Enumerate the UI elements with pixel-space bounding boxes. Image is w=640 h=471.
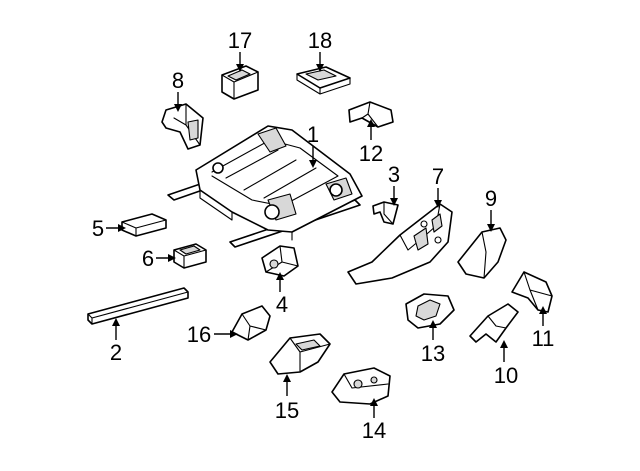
part-4-drawing xyxy=(261,245,299,277)
callout-12: 12 xyxy=(359,141,383,166)
callout-13: 13 xyxy=(421,341,445,366)
part-1-drawing xyxy=(167,125,363,248)
part-3-drawing xyxy=(372,201,399,225)
callout-labels: 17 18 8 1 12 3 7 9 5 6 4 11 2 13 10 16 1… xyxy=(92,28,555,443)
part-9-drawing xyxy=(457,227,507,279)
callout-7: 7 xyxy=(432,164,444,189)
part-13-drawing xyxy=(405,293,455,329)
part-11-drawing xyxy=(511,271,553,313)
part-18-drawing xyxy=(296,66,351,95)
callout-10: 10 xyxy=(494,363,518,388)
callout-18: 18 xyxy=(308,28,332,53)
part-15-drawing xyxy=(269,333,331,375)
part-8-drawing xyxy=(161,103,204,150)
callout-8: 8 xyxy=(172,68,184,93)
part-6-drawing xyxy=(173,243,207,269)
part-10-drawing xyxy=(469,303,519,343)
callout-15: 15 xyxy=(275,398,299,423)
callout-2: 2 xyxy=(110,340,122,365)
callout-17: 17 xyxy=(228,28,252,53)
part-7-drawing xyxy=(347,203,453,285)
callout-1: 1 xyxy=(307,122,319,147)
callout-5: 5 xyxy=(92,216,104,241)
part-14-drawing xyxy=(331,367,391,405)
part-17-drawing xyxy=(221,65,259,100)
callout-4: 4 xyxy=(276,292,288,317)
callout-16: 16 xyxy=(187,322,211,347)
callout-3: 3 xyxy=(388,162,400,187)
callout-14: 14 xyxy=(362,418,386,443)
callout-9: 9 xyxy=(485,186,497,211)
leader-lines xyxy=(106,52,547,418)
callout-6: 6 xyxy=(142,246,154,271)
part-5-drawing xyxy=(121,213,167,237)
part-16-drawing xyxy=(231,305,271,341)
part-2-drawing xyxy=(87,287,189,325)
callout-11: 11 xyxy=(532,326,555,351)
